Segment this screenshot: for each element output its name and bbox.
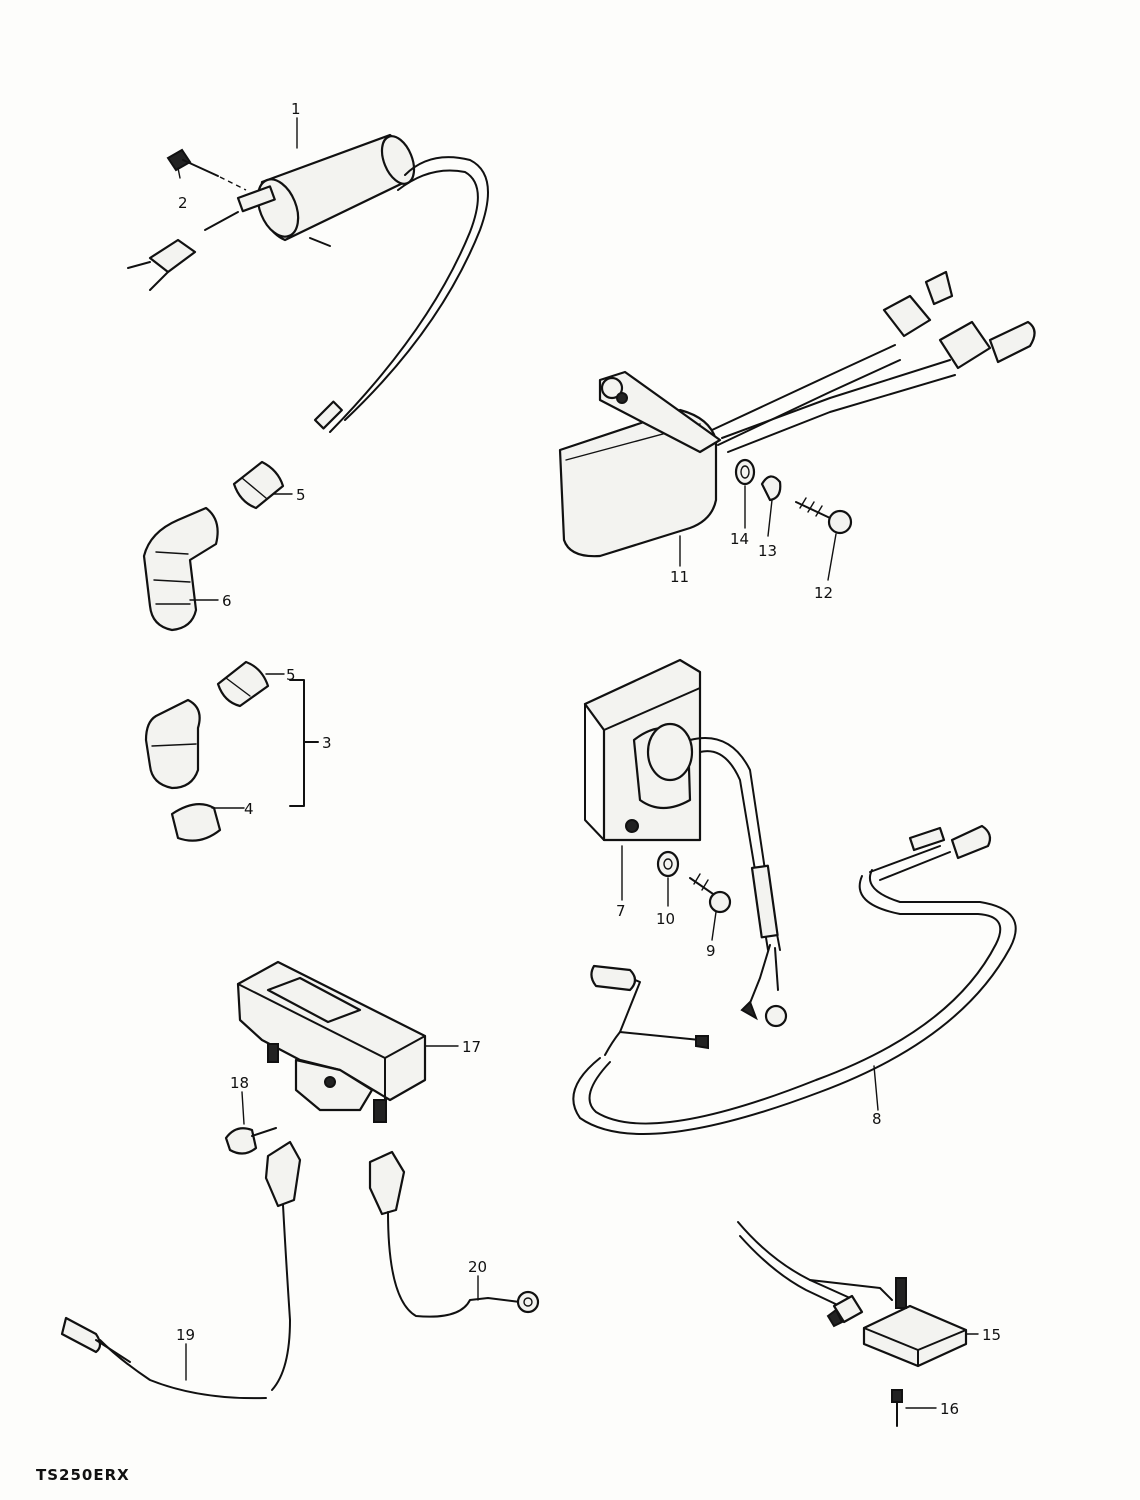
callout-9: 9 [706, 942, 716, 960]
callout-15: 15 [982, 1326, 1001, 1344]
sensor-unit-part-15 [737, 1221, 968, 1368]
lead-wire-part-20 [368, 1150, 540, 1318]
washer-hole [740, 465, 750, 479]
callout-11: 11 [670, 568, 689, 586]
bracket-unit-part-7 [583, 658, 788, 1028]
washer-part-14 [734, 458, 756, 486]
suppressor-cap-part-5-upper [232, 460, 285, 510]
screw-part-18 [224, 1127, 277, 1155]
callout-6: 6 [222, 592, 232, 610]
callout-12: 12 [814, 584, 833, 602]
callout-10: 10 [656, 910, 675, 928]
ignition-coil-part-1 [127, 133, 489, 433]
callout-5-upper: 5 [296, 486, 306, 504]
suppressor-cap-part-5-lower [216, 660, 270, 708]
model-code-label: TS250ERX [36, 1466, 130, 1484]
callout-8: 8 [872, 1110, 882, 1128]
group-bracket-3 [289, 679, 319, 807]
callout-4: 4 [244, 800, 254, 818]
callout-19: 19 [176, 1326, 195, 1344]
callout-18: 18 [230, 1074, 249, 1092]
callout-1: 1 [291, 100, 301, 118]
washer-hole [663, 858, 673, 870]
callout-17: 17 [462, 1038, 481, 1056]
washer-part-10 [656, 850, 680, 878]
screw-part-12 [795, 497, 853, 535]
callout-16: 16 [940, 1400, 959, 1418]
lock-washer-part-13 [760, 475, 782, 502]
wiring-harness-part-8 [572, 824, 1017, 1135]
leader-lines [177, 117, 979, 1409]
callout-20: 20 [468, 1258, 487, 1276]
callout-7: 7 [616, 902, 626, 920]
callout-2: 2 [178, 194, 188, 212]
coil-unit-part-17 [236, 960, 427, 1123]
callout-3: 3 [322, 734, 332, 752]
plug-cap-part-6 [142, 506, 219, 632]
callout-13: 13 [758, 542, 777, 560]
plug-cap-set-part-3 [144, 698, 201, 790]
bolt-part-2 [166, 148, 247, 191]
lead-wire-part-19 [60, 1140, 302, 1400]
screw-part-9 [689, 873, 732, 914]
screw-part-16 [891, 1389, 903, 1427]
cdi-unit-part-11 [558, 270, 1036, 558]
cover-part-4 [170, 803, 222, 842]
callout-5-lower: 5 [286, 666, 296, 684]
callout-14: 14 [730, 530, 749, 548]
